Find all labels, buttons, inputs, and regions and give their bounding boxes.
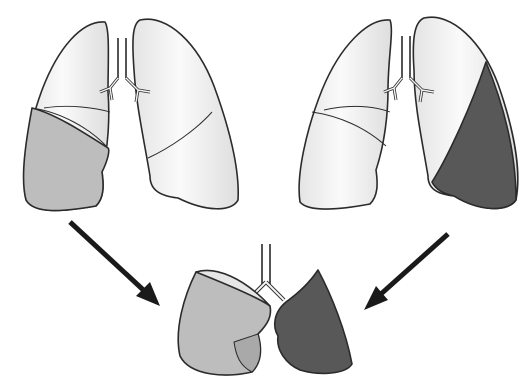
arrow-left bbox=[70, 222, 160, 306]
lung-right-a bbox=[133, 19, 238, 209]
trachea-b bbox=[402, 36, 410, 78]
combined-lobar-graft bbox=[178, 244, 352, 375]
donor-lungs-left bbox=[24, 19, 239, 210]
lung-left-b bbox=[299, 20, 391, 209]
graft-lobe-dark bbox=[275, 270, 352, 373]
trachea-c bbox=[262, 244, 270, 284]
donor-lungs-right bbox=[299, 17, 518, 209]
arrow-right bbox=[364, 234, 448, 310]
trachea bbox=[118, 38, 126, 78]
